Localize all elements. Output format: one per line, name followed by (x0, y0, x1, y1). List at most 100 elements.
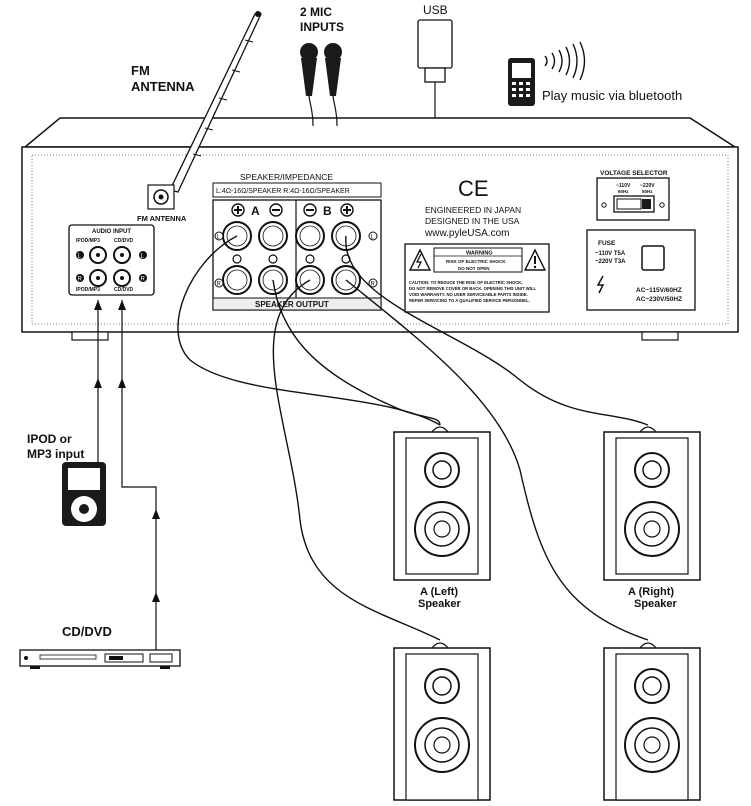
right-speaker-label: Speaker (634, 598, 678, 610)
channel-marker-r: R (139, 274, 147, 283)
channel-b-label: B (323, 204, 332, 218)
fuse-220-rating: ~220V T3A (595, 259, 626, 265)
cd-dvd-player-icon (19, 649, 181, 669)
website: www.pyleUSA.com (424, 228, 509, 239)
voltage-220-label: ~220V (640, 183, 655, 189)
ipod-mp3-jack-label: IPOD/MP3 (76, 238, 100, 244)
engineered-in: ENGINEERED IN JAPAN (425, 205, 521, 215)
svg-text:R: R (141, 277, 146, 283)
arrow-up-icon (94, 300, 160, 602)
fuse-holder[interactable] (641, 245, 665, 271)
speaker-cabinet-left-b (393, 642, 491, 801)
voltage-selector-panel (596, 177, 670, 221)
cd-dvd-jack-label: CD/DVD (114, 287, 134, 293)
channel-marker-l: L (214, 231, 224, 241)
fm-antenna-jack[interactable] (147, 184, 175, 210)
left-speaker-label: Speaker (418, 598, 462, 610)
left-speaker-label: A (Left) (420, 586, 458, 598)
speaker-terminal[interactable] (258, 221, 288, 251)
microphone-icon (324, 43, 342, 127)
svg-text:L: L (78, 254, 82, 260)
warning-title: WARNING (466, 251, 493, 257)
svg-text:L: L (371, 235, 375, 241)
right-speaker-label: A (Right) (628, 586, 674, 598)
svg-text:R: R (217, 282, 222, 288)
phone-icon (508, 58, 535, 106)
impedance-spec: L:4Ω-16Ω/SPEAKER R:4Ω-16Ω/SPEAKER (216, 188, 350, 195)
svg-text:L: L (141, 254, 145, 260)
designed-in: DESIGNED IN THE USA (425, 216, 520, 226)
microphone-icon (300, 43, 318, 127)
speaker-cabinet-right-b (603, 642, 701, 801)
audio-input-label: AUDIO INPUT (92, 229, 131, 235)
voltage-110-label: ~110V (616, 183, 631, 189)
warning-subtitle: RISK OF ELECTRIC SHOCK (446, 259, 506, 264)
bluetooth-caption: Play music via bluetooth (542, 88, 682, 103)
usb-label: USB (423, 3, 448, 17)
caution-text: REFER SERVICING TO A QUALIFIED SERVICE P… (409, 298, 530, 303)
signal-line (97, 300, 157, 650)
voltage-110-hz: 60Hz (618, 189, 629, 194)
speaker-terminal[interactable] (295, 221, 325, 251)
warning-subtitle: DO NOT OPEN (458, 266, 490, 271)
audio-input-panel (68, 224, 155, 296)
ce-mark: CE (458, 176, 489, 201)
polarity-minus-icon (269, 203, 283, 217)
warning-label (404, 243, 550, 313)
voltage-selector-title: VOLTAGE SELECTOR (600, 170, 668, 177)
channel-marker-l: L (368, 231, 378, 241)
svg-text:L: L (217, 235, 221, 241)
rca-jack[interactable] (89, 246, 107, 264)
channel-a-label: A (251, 204, 260, 218)
channel-marker-l: L (76, 251, 84, 260)
channel-marker-r: R (76, 274, 84, 283)
fuse-110-rating: ~110V T5A (595, 251, 626, 257)
fm-antenna-jack-label: FM ANTENNA (137, 214, 187, 223)
polarity-minus-icon (303, 203, 317, 217)
ac-110-rating: AC~115V/60HZ (636, 287, 682, 294)
lightning-icon (596, 275, 605, 294)
screw-icon (601, 202, 607, 208)
speaker-terminal[interactable] (222, 265, 252, 295)
ipod-label: MP3 input (27, 447, 84, 461)
speaker-cabinet-left (393, 426, 491, 581)
svg-text:R: R (371, 282, 376, 288)
ipod-mp3-jack-label: IPOD/MP3 (76, 287, 100, 293)
warning-triangle-icon (523, 248, 547, 271)
wireless-signal-icon (544, 41, 586, 81)
cd-dvd-label: CD/DVD (62, 624, 112, 639)
ipod-label: IPOD or (27, 432, 72, 446)
speaker-output-label: SPEAKER OUTPUT (255, 300, 329, 309)
usb-drive-icon (417, 19, 453, 118)
channel-marker-r: R (368, 278, 378, 288)
fuse-title: FUSE (598, 240, 616, 247)
channel-marker-l: L (139, 251, 147, 260)
voltage-220-hz: 50Hz (642, 189, 653, 194)
cd-dvd-jack-label: CD/DVD (114, 238, 134, 244)
speaker-impedance-title: SPEAKER/IMPEDANCE (240, 172, 333, 182)
channel-marker-r: R (214, 278, 224, 288)
speaker-wire (177, 235, 649, 641)
rca-jack[interactable] (113, 246, 131, 264)
fm-antenna-title: ANTENNA (131, 79, 195, 94)
fm-antenna (169, 11, 263, 193)
power-fuse-panel (586, 229, 696, 311)
fm-antenna-title: FM (131, 63, 150, 78)
polarity-plus-icon (340, 203, 354, 217)
caution-text: CAUTION: TO REDUCE THE RISK OF ELECTRIC … (409, 280, 522, 285)
mic-inputs-title: 2 MIC (300, 5, 332, 19)
voltage-switch[interactable] (613, 195, 655, 213)
ac-220-rating: AC~230V/50HZ (636, 296, 682, 303)
rca-jack[interactable] (113, 269, 131, 287)
warning-triangle-icon (408, 248, 432, 271)
speaker-cabinet-right (603, 426, 701, 581)
caution-text: DO NOT REMOVE COVER OR BACK. OPENING THI… (409, 286, 536, 291)
mp3-player-icon (62, 462, 106, 526)
caution-text: VOID WARRANTY. NO USER SERVICEABLE PARTS… (409, 292, 528, 297)
rca-jack[interactable] (89, 269, 107, 287)
polarity-plus-icon (231, 203, 245, 217)
mic-inputs-title: INPUTS (300, 20, 344, 34)
svg-text:R: R (78, 277, 83, 283)
screw-icon (659, 202, 665, 208)
